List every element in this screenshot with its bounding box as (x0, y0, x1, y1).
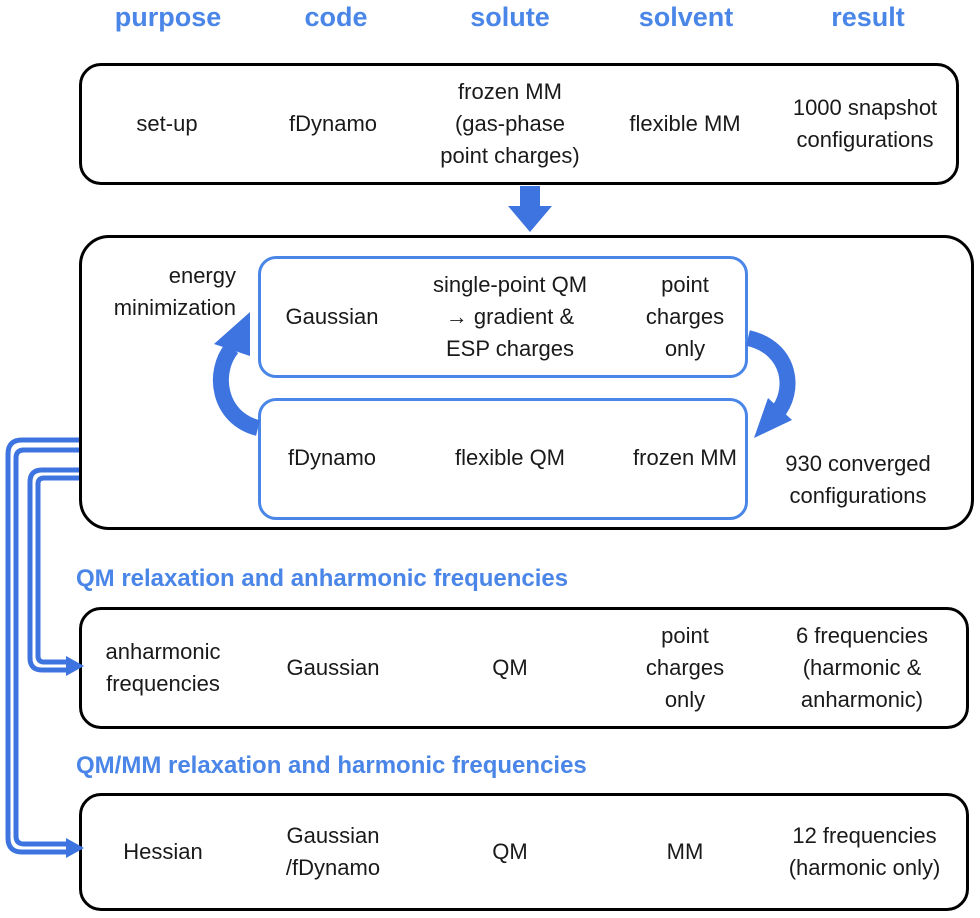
anharmonic-section-title: QM relaxation and anharmonic frequencies (76, 565, 569, 592)
harmonic-result: 12 frequencies (harmonic only) (788, 823, 941, 880)
setup-solute: frozen MM (gas-phase point charges) (440, 79, 580, 168)
qm-step-box (258, 256, 748, 378)
setup-code: fDynamo (288, 111, 378, 136)
down-arrow-icon (508, 186, 552, 232)
anharmonic-result: 6 frequencies (harmonic & anharmonic) (795, 623, 929, 712)
header-solvent: solvent (638, 2, 734, 32)
anharmonic-code: Gaussian (286, 655, 380, 680)
minimization-box (79, 235, 974, 530)
anharmonic-box (79, 607, 969, 729)
minimization-result: 930 converged configurations (785, 451, 931, 508)
mm-step-solute: flexible QM (454, 445, 566, 470)
anharmonic-solute: QM (492, 655, 528, 680)
minimization-purpose: energy minimization (113, 263, 236, 320)
mm-step-code: fDynamo (287, 445, 377, 470)
header-result: result (831, 2, 905, 32)
harmonic-solvent: MM (666, 839, 704, 864)
qm-step-solvent: point charges only (645, 272, 725, 361)
loop-arrow-left-icon (212, 342, 261, 436)
harmonic-code: Gaussian /fDynamo (285, 823, 381, 880)
harmonic-section-title: QM/MM relaxation and harmonic frequencie… (76, 752, 587, 779)
qm-step-code: Gaussian (285, 304, 379, 329)
setup-solvent: flexible MM (629, 111, 741, 136)
mm-step-solvent: frozen MM (633, 445, 737, 470)
header-code: code (304, 2, 368, 32)
harmonic-box (79, 793, 969, 911)
header-solute: solute (470, 2, 550, 32)
setup-result: 1000 snapshot configurations (792, 95, 938, 152)
qm-step-solute: single-point QM → gradient & ESP charges (432, 272, 588, 361)
setup-purpose: set-up (136, 111, 198, 136)
anharmonic-purpose: anharmonic frequencies (105, 639, 221, 696)
header-purpose: purpose (114, 2, 222, 32)
anharmonic-solvent: point charges only (645, 623, 725, 712)
mm-step-box (258, 398, 748, 520)
branch-arrows-icon (5, 437, 79, 855)
setup-box (79, 63, 959, 185)
harmonic-purpose: Hessian (123, 839, 203, 864)
loop-arrow-right-icon (745, 330, 796, 420)
harmonic-solute: QM (492, 839, 528, 864)
